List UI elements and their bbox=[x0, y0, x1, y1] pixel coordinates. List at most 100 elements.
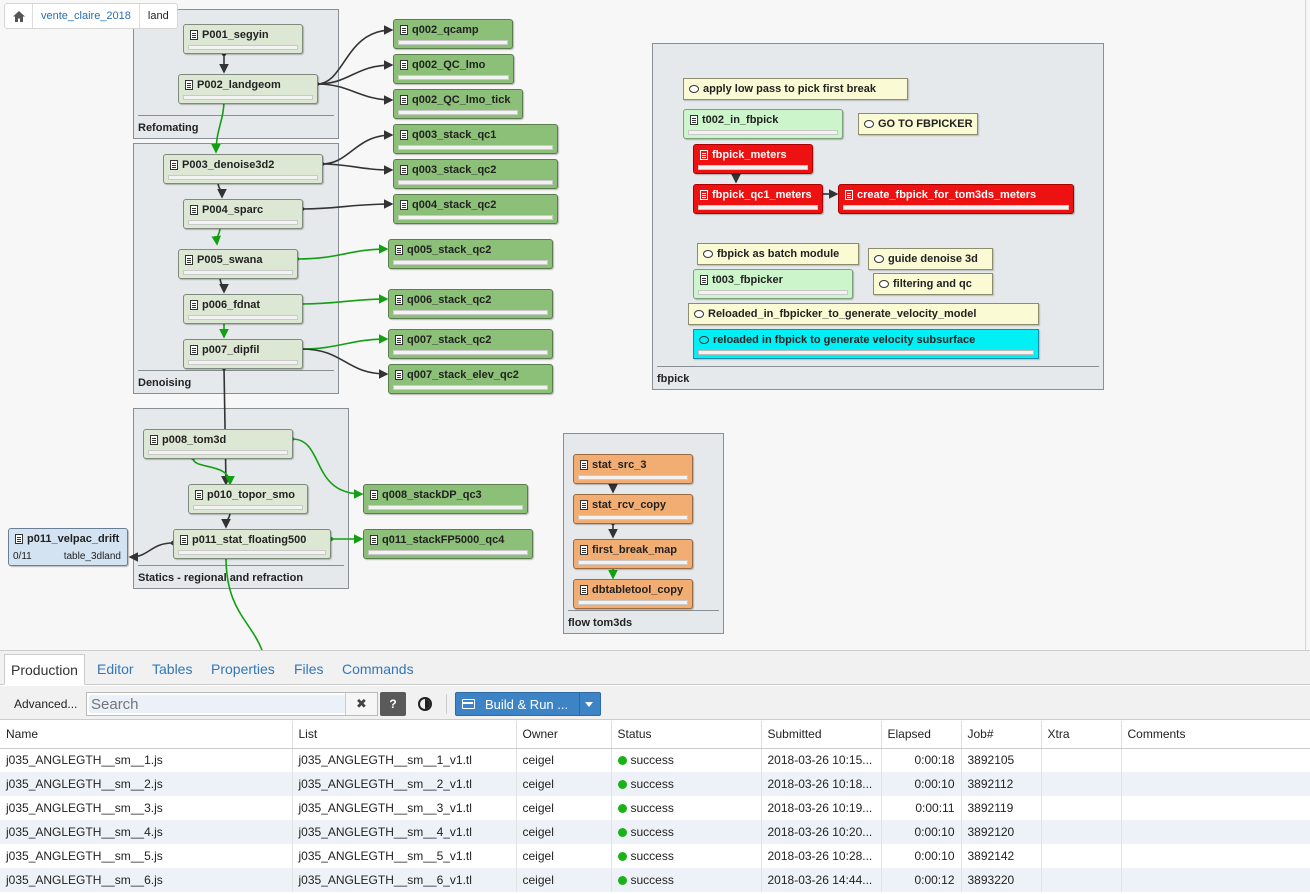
job-submitted: 2018-03-26 10:28... bbox=[761, 844, 882, 868]
node-p003-denoise3d2[interactable]: P003_denoise3d2 bbox=[163, 154, 323, 184]
column-header-list[interactable]: List bbox=[292, 721, 517, 749]
note-apply-low-pass[interactable]: apply low pass to pick first break bbox=[683, 78, 908, 100]
node-q005-stack-qc2[interactable]: q005_stack_qc2 bbox=[388, 239, 553, 269]
file-icon bbox=[185, 255, 193, 265]
file-icon bbox=[580, 460, 588, 470]
breadcrumb-project-link[interactable]: vente_claire_2018 bbox=[33, 4, 140, 28]
column-header-job[interactable]: Job# bbox=[961, 721, 1042, 749]
node-q007-stack-qc2[interactable]: q007_stack_qc2 bbox=[388, 329, 553, 359]
advanced-link[interactable]: Advanced... bbox=[14, 697, 78, 711]
job-submitted: 2018-03-26 10:20... bbox=[761, 820, 882, 844]
file-icon bbox=[700, 150, 708, 160]
column-header-xtra[interactable]: Xtra bbox=[1041, 721, 1122, 749]
file-icon bbox=[400, 130, 408, 140]
node-p007-dipfil[interactable]: p007_dipfil bbox=[183, 339, 303, 369]
node-stat-rcv-copy[interactable]: stat_rcv_copy bbox=[573, 494, 693, 524]
node-q008-stackdp-qc3[interactable]: q008_stackDP_qc3 bbox=[363, 484, 528, 514]
note-reloaded-in-fbpicker[interactable]: Reloaded_in_fbpicker_to_generate_velocit… bbox=[688, 303, 1039, 325]
note-filtering-and-qc[interactable]: filtering and qc bbox=[873, 273, 993, 295]
node-q011-stackfp5000-qc4[interactable]: q011_stackFP5000_qc4 bbox=[363, 529, 533, 559]
job-name: j035_ANGLEGTH__sm__4.js bbox=[0, 820, 293, 844]
table-row[interactable]: j035_ANGLEGTH__sm__2.js j035_ANGLEGTH__s… bbox=[0, 772, 1310, 796]
job-elapsed: 0:00:18 bbox=[881, 748, 962, 772]
column-header-name[interactable]: Name bbox=[0, 721, 293, 749]
file-icon bbox=[195, 490, 203, 500]
node-p010-topor-smo[interactable]: p010_topor_smo bbox=[188, 484, 308, 514]
tab-properties[interactable]: Properties bbox=[211, 661, 275, 677]
node-fbpick-qc1-meters[interactable]: fbpick_qc1_meters bbox=[693, 184, 823, 214]
node-p002-landgeom[interactable]: P002_landgeom bbox=[178, 74, 318, 104]
table-icon bbox=[15, 534, 23, 544]
node-t003-fbpicker[interactable]: t003_fbpicker bbox=[693, 269, 853, 299]
comment-icon bbox=[703, 250, 713, 258]
note-reloaded-velocity-subsurface[interactable]: reloaded in fbpick to generate velocity … bbox=[693, 329, 1039, 359]
node-first-break-map[interactable]: first_break_map bbox=[573, 539, 693, 569]
node-q004-stack-qc2[interactable]: q004_stack_qc2 bbox=[393, 194, 558, 224]
build-run-button[interactable]: Build & Run ... bbox=[455, 692, 601, 716]
node-label: p008_tom3d bbox=[162, 434, 227, 446]
contrast-toggle-icon[interactable] bbox=[418, 697, 432, 711]
node-q002-qc-lmo[interactable]: q002_QC_lmo bbox=[393, 54, 514, 84]
file-icon bbox=[395, 370, 403, 380]
node-label: dbtabletool_copy bbox=[592, 584, 684, 596]
node-stat-src-3[interactable]: stat_src_3 bbox=[573, 454, 693, 484]
group-label: Refomating bbox=[138, 122, 199, 134]
search-input[interactable] bbox=[89, 695, 345, 713]
tab-production[interactable]: Production bbox=[4, 654, 85, 685]
node-p004-sparc[interactable]: P004_sparc bbox=[183, 199, 303, 229]
node-p011-stat-floating500[interactable]: p011_stat_floating500 bbox=[173, 529, 331, 559]
column-header-comments[interactable]: Comments bbox=[1121, 721, 1310, 749]
node-p011-velpac-drift[interactable]: p011_velpac_drift 0/11 table_3dland bbox=[8, 528, 128, 566]
job-number: 3892142 bbox=[961, 844, 1042, 868]
node-fbpick-meters[interactable]: fbpick_meters bbox=[693, 144, 813, 174]
column-header-elapsed[interactable]: Elapsed bbox=[881, 721, 962, 749]
node-create-fbpick-for-tom3ds-meters[interactable]: create_fbpick_for_tom3ds_meters bbox=[838, 184, 1074, 214]
job-submitted: 2018-03-26 14:44... bbox=[761, 868, 882, 892]
job-number: 3892119 bbox=[961, 796, 1042, 820]
node-q007-stack-elev-qc2[interactable]: q007_stack_elev_qc2 bbox=[388, 364, 553, 394]
node-t002-in-fbpick[interactable]: t002_in_fbpick bbox=[683, 109, 843, 139]
node-p005-swana[interactable]: P005_swana bbox=[178, 249, 298, 279]
table-row[interactable]: j035_ANGLEGTH__sm__3.js j035_ANGLEGTH__s… bbox=[0, 796, 1310, 820]
tab-commands[interactable]: Commands bbox=[342, 661, 414, 677]
node-label: q005_stack_qc2 bbox=[407, 244, 492, 256]
table-row[interactable]: j035_ANGLEGTH__sm__6.js j035_ANGLEGTH__s… bbox=[0, 868, 1310, 892]
node-p008-tom3d[interactable]: p008_tom3d bbox=[143, 429, 293, 459]
node-label: first_break_map bbox=[592, 544, 677, 556]
tab-tables[interactable]: Tables bbox=[152, 661, 193, 677]
note-fbpick-batch[interactable]: fbpick as batch module bbox=[697, 243, 859, 265]
column-header-submitted[interactable]: Submitted bbox=[761, 721, 882, 749]
tab-editor[interactable]: Editor bbox=[97, 661, 134, 677]
node-dbtabletool-copy[interactable]: dbtabletool_copy bbox=[573, 579, 693, 609]
note-go-to-fbpicker[interactable]: GO TO FBPICKER bbox=[858, 113, 978, 135]
chevron-down-icon[interactable] bbox=[585, 702, 593, 707]
file-icon bbox=[150, 435, 158, 445]
note-label: guide denoise 3d bbox=[888, 253, 978, 265]
clear-search-button[interactable]: ✖ bbox=[345, 693, 377, 715]
job-xtra bbox=[1041, 796, 1122, 820]
table-row[interactable]: j035_ANGLEGTH__sm__1.js j035_ANGLEGTH__s… bbox=[0, 748, 1310, 772]
node-q003-stack-qc1[interactable]: q003_stack_qc1 bbox=[393, 124, 558, 154]
node-q006-stack-qc2[interactable]: q006_stack_qc2 bbox=[388, 289, 553, 319]
node-q002-qc-lmo-tick[interactable]: q002_QC_lmo_tick bbox=[393, 89, 523, 119]
home-icon[interactable] bbox=[5, 4, 33, 28]
note-label: GO TO FBPICKER bbox=[878, 118, 973, 130]
node-q002-qcamp[interactable]: q002_qcamp bbox=[393, 19, 513, 49]
node-label: q007_stack_elev_qc2 bbox=[407, 369, 519, 381]
table-row[interactable]: j035_ANGLEGTH__sm__4.js j035_ANGLEGTH__s… bbox=[0, 820, 1310, 844]
node-p006-fdnat[interactable]: p006_fdnat bbox=[183, 294, 303, 324]
note-guide-denoise-3d[interactable]: guide denoise 3d bbox=[868, 248, 993, 270]
file-icon bbox=[180, 535, 188, 545]
node-q003-stack-qc2[interactable]: q003_stack_qc2 bbox=[393, 159, 558, 189]
file-icon bbox=[170, 160, 178, 170]
job-status: success bbox=[611, 772, 762, 796]
file-icon bbox=[400, 25, 408, 35]
column-header-status[interactable]: Status bbox=[611, 721, 762, 749]
flow-canvas[interactable]: vente_claire_2018 land Refomating Denois… bbox=[0, 0, 1310, 650]
help-button[interactable]: ? bbox=[380, 692, 406, 716]
file-icon bbox=[400, 165, 408, 175]
table-row[interactable]: j035_ANGLEGTH__sm__5.js j035_ANGLEGTH__s… bbox=[0, 844, 1310, 868]
tab-files[interactable]: Files bbox=[294, 661, 324, 677]
node-p001-segyin[interactable]: P001_segyin bbox=[183, 24, 303, 54]
column-header-owner[interactable]: Owner bbox=[516, 721, 612, 749]
